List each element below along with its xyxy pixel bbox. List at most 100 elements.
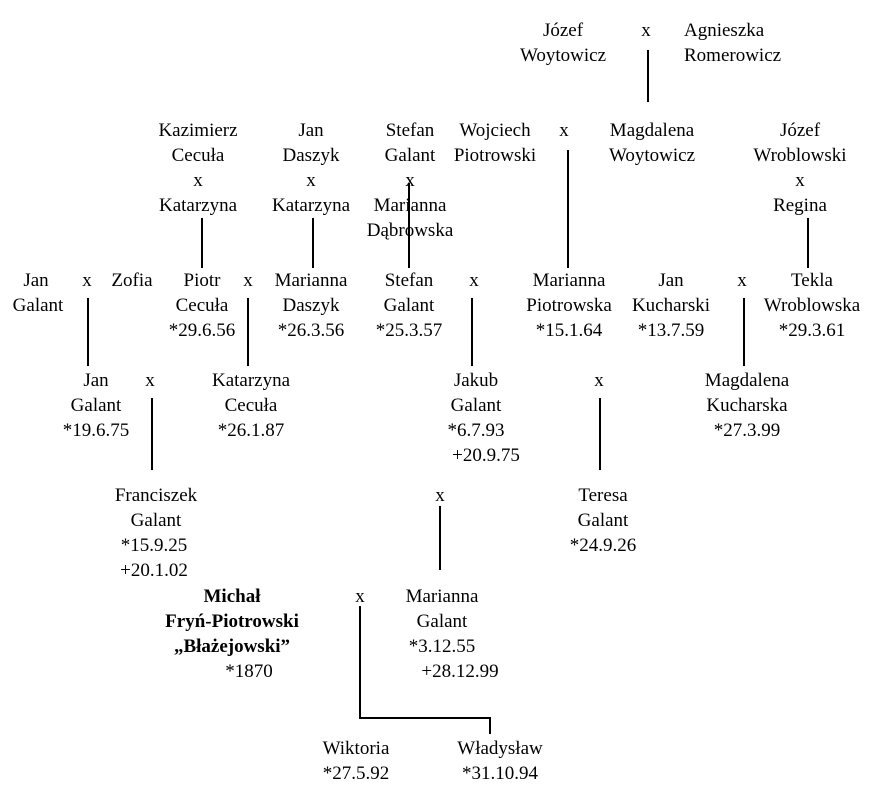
birth-date: *26.1.87 [217, 420, 285, 441]
couple-jozef-wroblowski: Józef Wroblowski x Regina [753, 118, 846, 218]
first-name: Tekla [791, 270, 833, 291]
connector-line [359, 606, 491, 734]
surname: Piotrowska [526, 295, 612, 316]
birth-date: *15.1.64 [535, 320, 603, 341]
first-name: Wiktoria [322, 738, 390, 759]
marriage-mark: x [243, 270, 253, 291]
birth-date: *27.5.92 [322, 763, 390, 784]
person-franciszek-galant: Franciszek Galant [115, 483, 197, 533]
marriage-mark: x [355, 586, 365, 607]
couple-jan-daszyk: Jan Daszyk x Katarzyna [272, 118, 350, 218]
first-name: Teresa [578, 485, 628, 506]
birth-date: *29.6.56 [168, 320, 236, 341]
surname: Daszyk [282, 295, 340, 316]
birth-date: *24.9.26 [569, 535, 637, 556]
person-michal-birth: *1870 [225, 661, 273, 682]
first-name: Jakub [453, 370, 499, 391]
surname: Wroblowska [763, 295, 861, 316]
marriage-mark: x [795, 170, 805, 191]
person-piotr-cecula: Piotr Cecuła *29.6.56 [169, 268, 236, 343]
person-jakub-galant-death: +20.9.75 [452, 445, 520, 466]
person-stefan-galant: Stefan Galant *25.3.57 [376, 268, 443, 343]
couple-kazimierz-cecula: Kazimierz Cecuła x Katarzyna [158, 118, 237, 218]
person-wojciech-piotrowski: Wojciech Piotrowski [454, 118, 536, 168]
surname: Galant [70, 395, 122, 416]
first-name: Magdalena [704, 370, 790, 391]
birth-date: *31.10.94 [461, 763, 538, 784]
surname: Fryń-Piotrowski [165, 611, 299, 632]
first-name: Piotr [183, 270, 221, 291]
marriage-mark: x [641, 20, 651, 41]
surname: Woytowicz [519, 45, 607, 66]
person-jan-kucharski: Jan Kucharski *13.7.59 [632, 268, 710, 343]
birth-date: *25.3.57 [375, 320, 443, 341]
surname: Romerowicz [684, 45, 782, 66]
birth-date: *27.3.99 [713, 420, 781, 441]
first-name: Magdalena [609, 120, 695, 141]
surname: Galant [450, 395, 502, 416]
first-name: Marianna [405, 586, 479, 607]
first-name: Franciszek [114, 485, 198, 506]
first-name: Kazimierz [158, 120, 238, 141]
surname: Galant [383, 295, 435, 316]
birth-date: *29.3.61 [778, 320, 846, 341]
marriage-mark: x [594, 370, 604, 391]
surname: Galant [416, 611, 468, 632]
first-name: Jan [83, 370, 109, 391]
marriage-mark: x [193, 170, 203, 191]
person-marianna-galant-death: +28.12.99 [421, 661, 499, 682]
surname: Wroblowski [753, 145, 847, 166]
marriage-mark: x [405, 170, 415, 191]
surname: Woytowicz [608, 145, 696, 166]
person-tekla-wroblowska: Tekla Wroblowska *29.3.61 [764, 268, 860, 343]
marriage-mark: x [559, 120, 569, 141]
surname: Cecuła [224, 395, 278, 416]
person-magdalena-woytowicz: Magdalena Woytowicz [609, 118, 695, 168]
death-date: +20.1.02 [120, 560, 188, 581]
first-name: Marianna [532, 270, 606, 291]
first-name: Józef [542, 20, 584, 41]
nickname: „Błażejowski” [173, 636, 291, 657]
birth-date: *26.3.56 [277, 320, 345, 341]
person-jan-galant-sr-last: Galant [12, 295, 64, 316]
spouse-name: Regina [773, 195, 827, 216]
person-marianna-galant: Marianna Galant *3.12.55 [406, 584, 479, 659]
couple-stefan-galant: Stefan Galant x Marianna Dąbrowska [367, 118, 454, 243]
surname: Cecuła [175, 295, 229, 316]
person-katarzyna-cecula: Katarzyna Cecuła *26.1.87 [212, 368, 290, 443]
first-name: Agnieszka [684, 20, 765, 41]
birth-date: *6.7.93 [447, 420, 505, 441]
person-marianna-daszyk: Marianna Daszyk *26.3.56 [275, 268, 348, 343]
marriage-mark: x [469, 270, 479, 291]
first-name: Katarzyna [211, 370, 291, 391]
first-name: Władysław [457, 738, 543, 759]
person-marianna-piotrowska: Marianna Piotrowska *15.1.64 [526, 268, 612, 343]
first-name: Jan [658, 270, 684, 291]
first-name: Michał [203, 586, 261, 607]
person-wiktoria: Wiktoria *27.5.92 [323, 736, 390, 786]
surname: Piotrowski [453, 145, 537, 166]
surname: Kucharski [631, 295, 711, 316]
spouse-name: Katarzyna [158, 195, 238, 216]
person-teresa-galant: Teresa Galant *24.9.26 [570, 483, 637, 558]
first-name: Wojciech [459, 120, 531, 141]
birth-date: *3.12.55 [408, 636, 476, 657]
marriage-mark: x [145, 370, 155, 391]
surname: Galant [384, 145, 436, 166]
first-name: Józef [779, 120, 821, 141]
surname: Kucharska [706, 395, 788, 416]
marriage-mark: x [306, 170, 316, 191]
person-jan-galant-sr-first: Jan [23, 270, 49, 291]
surname: Cecuła [171, 145, 225, 166]
birth-date: *15.9.25 [120, 535, 188, 556]
first-name: Stefan [384, 270, 434, 291]
first-name: Marianna [274, 270, 348, 291]
person-wladyslaw: Władysław *31.10.94 [457, 736, 542, 786]
person-franciszek-galant-dates: *15.9.25 +20.1.02 [120, 533, 188, 583]
person-magdalena-kucharska: Magdalena Kucharska *27.3.99 [705, 368, 789, 443]
person-jan-galant: Jan Galant *19.6.75 [63, 368, 130, 443]
surname: Galant [130, 510, 182, 531]
birth-date: *13.7.59 [637, 320, 705, 341]
